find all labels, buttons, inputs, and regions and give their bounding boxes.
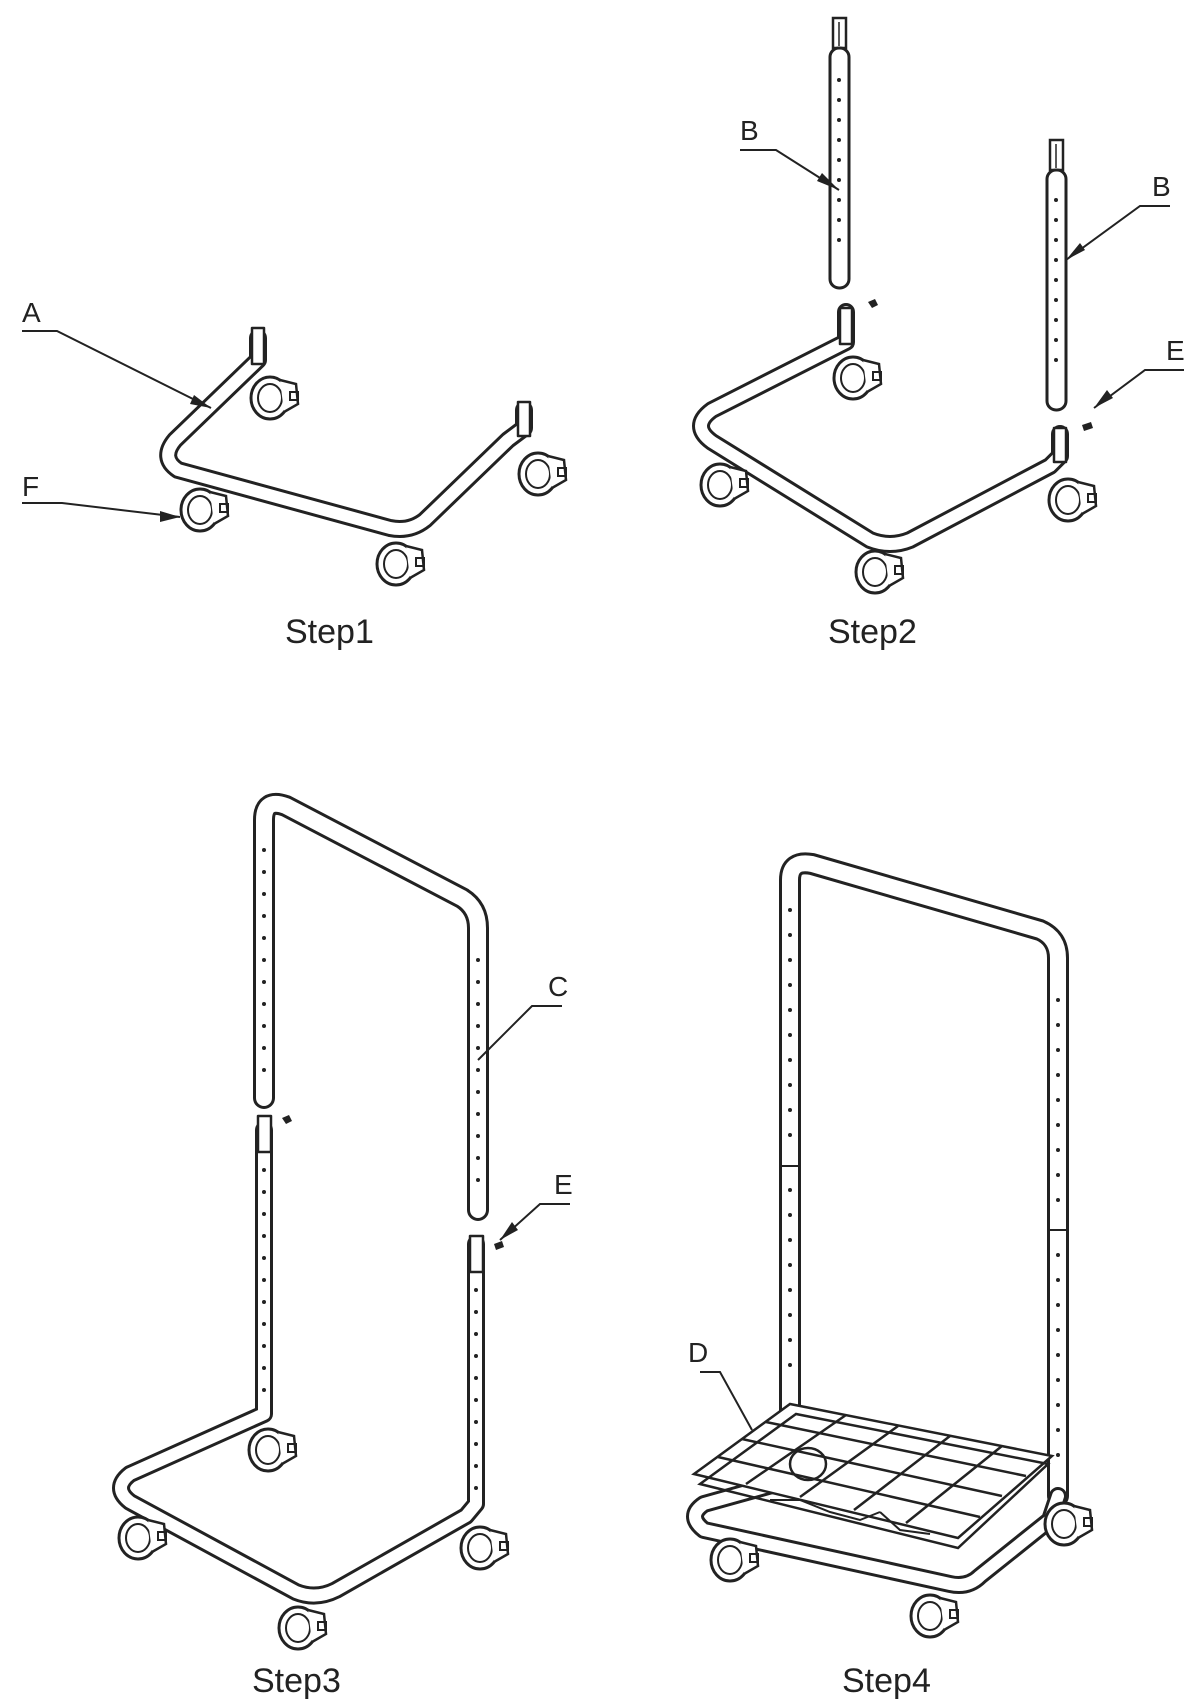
step3-leader-e xyxy=(499,1203,570,1241)
step4-frame xyxy=(779,852,1069,1507)
step2-label-b1: B xyxy=(740,115,759,146)
step1-label-f: F xyxy=(22,471,39,502)
step4-leader-d xyxy=(700,1371,753,1431)
step1-caption: Step1 xyxy=(285,613,374,651)
step1-leader-f xyxy=(22,502,181,522)
step2-label-e: E xyxy=(1166,335,1185,366)
step2-base-frame xyxy=(692,303,1069,553)
step2-upright-tube-b2 xyxy=(1045,138,1068,412)
step2-leader-b1 xyxy=(740,149,840,191)
step2-panel: B B E Step2 xyxy=(692,16,1185,651)
step1-base-frame xyxy=(159,326,533,538)
step1-panel: A F Step1 xyxy=(22,297,568,651)
step1-leader-a xyxy=(22,330,212,409)
step4-label-d: D xyxy=(688,1337,708,1368)
step2-leader-e xyxy=(1093,369,1184,409)
step3-leader-c xyxy=(477,1005,562,1061)
step4-caption: Step4 xyxy=(842,1662,931,1700)
step2-upright-tube-b1 xyxy=(828,16,851,290)
step4-panel: D Step4 xyxy=(686,852,1094,1700)
step2-caption: Step2 xyxy=(828,613,917,651)
step1-label-a: A xyxy=(22,297,41,328)
step4-wire-shelf-d xyxy=(691,1402,1055,1550)
step2-screw-icon xyxy=(868,299,1093,431)
step3-lower-frame xyxy=(112,1114,485,1605)
step2-label-b2: B xyxy=(1152,171,1171,202)
step3-screw-icon xyxy=(282,1115,504,1250)
step4-base-frame xyxy=(686,1471,1067,1594)
step3-caption: Step3 xyxy=(252,1662,341,1700)
step2-leader-b2 xyxy=(1065,205,1170,261)
step3-label-e: E xyxy=(554,1169,573,1200)
step3-panel: C E Step3 xyxy=(112,792,573,1700)
step3-label-c: C xyxy=(548,971,568,1002)
step3-top-frame-c xyxy=(253,792,489,1221)
